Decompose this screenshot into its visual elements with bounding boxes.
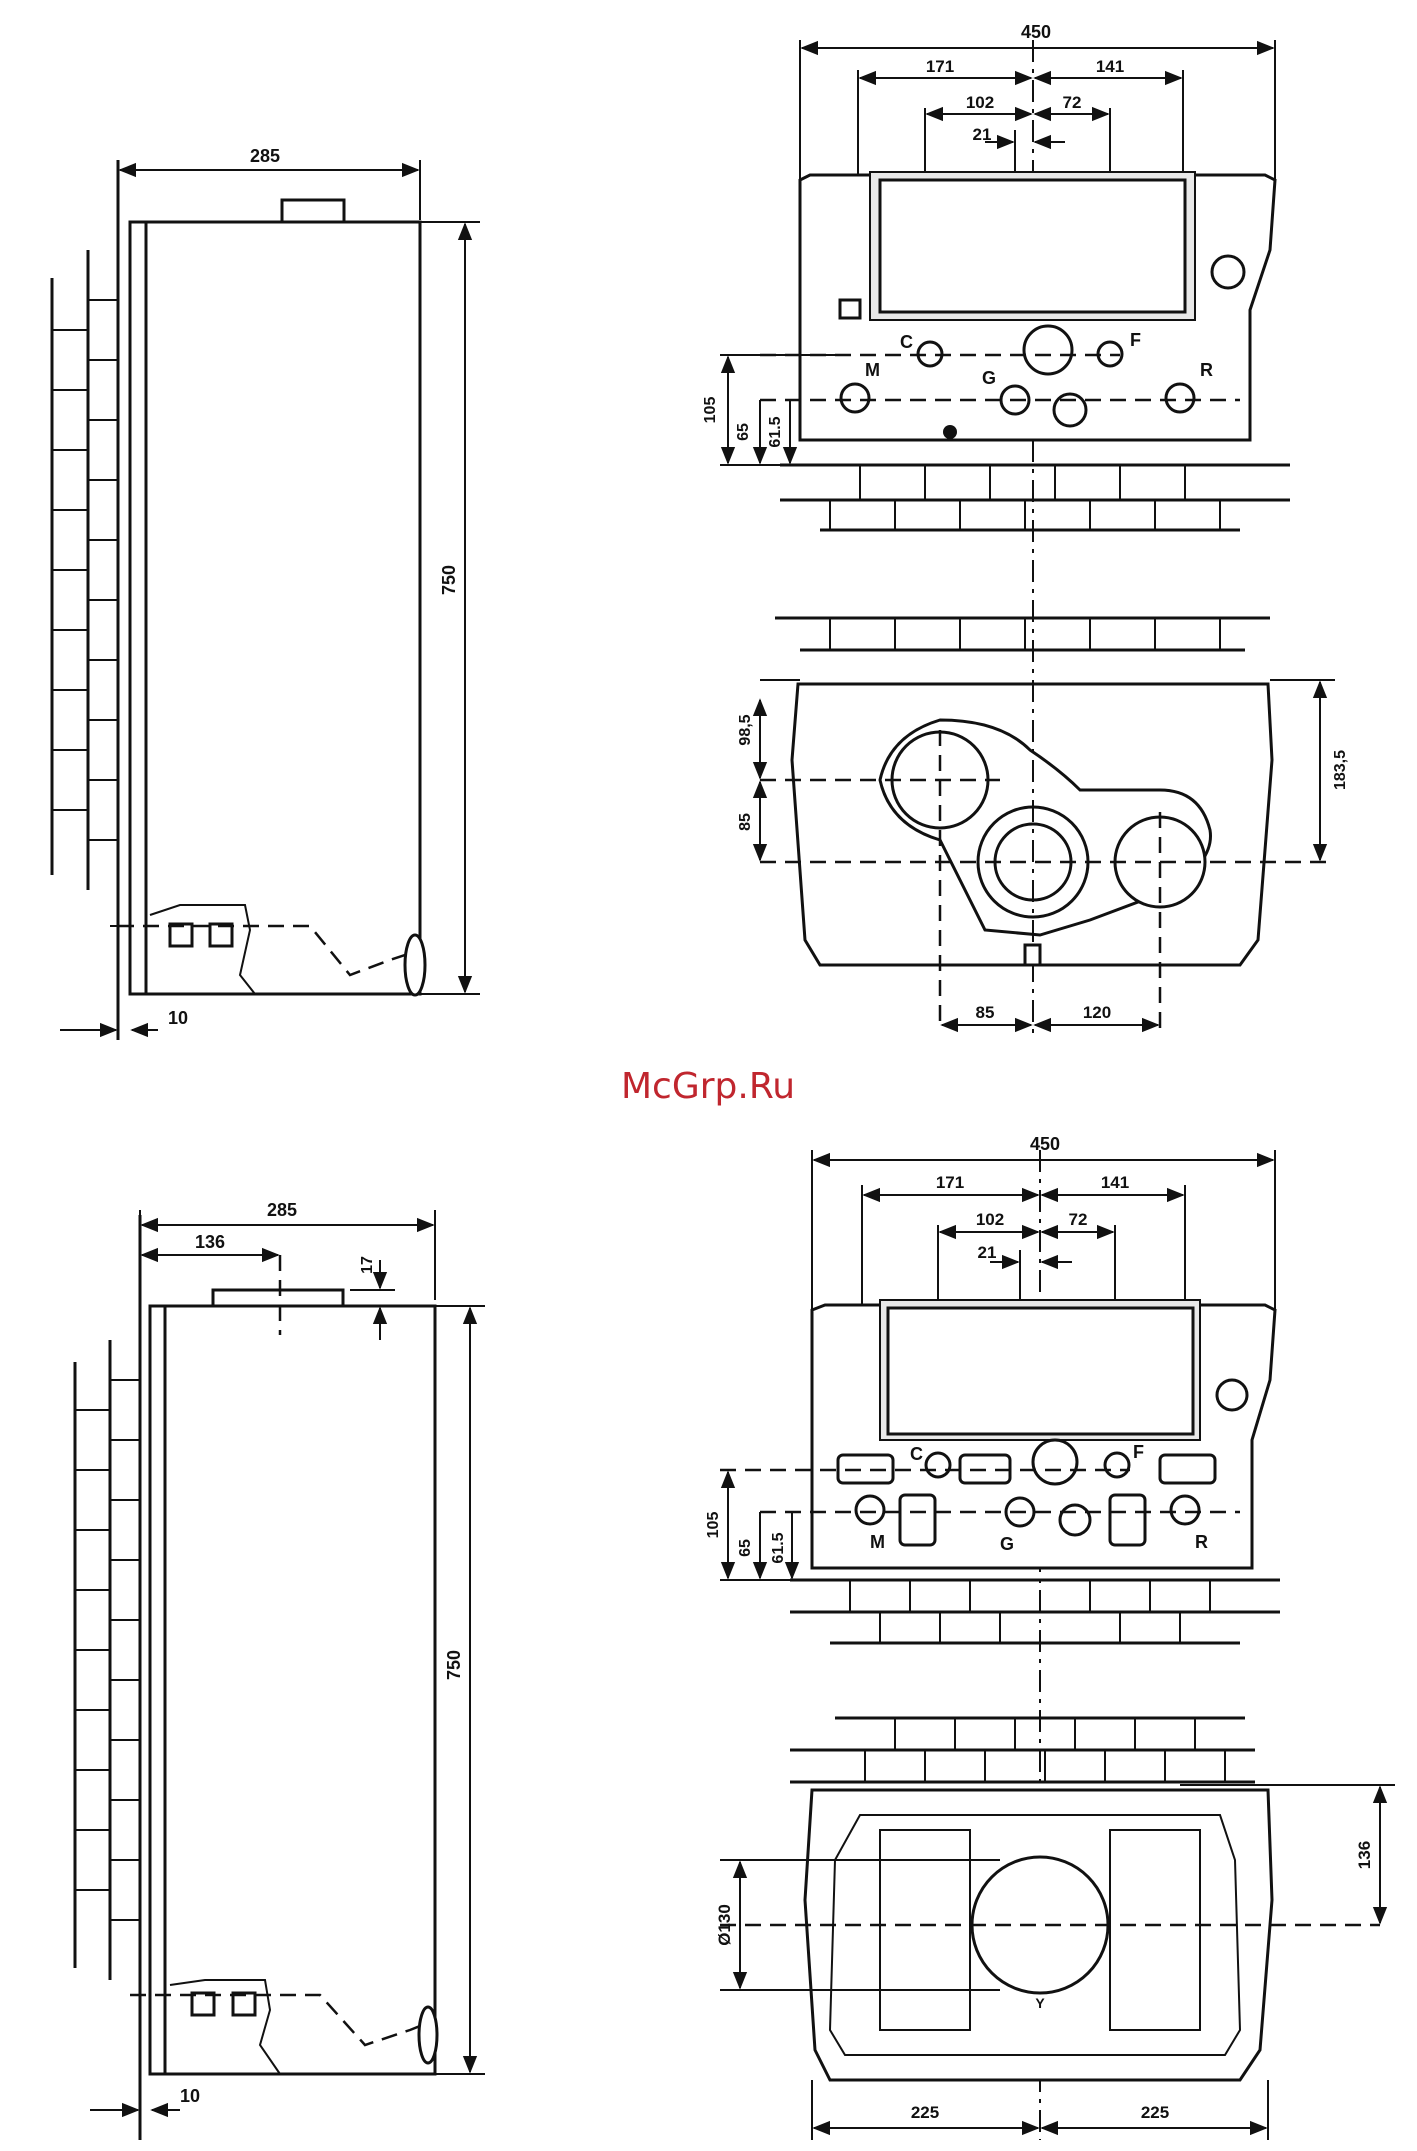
- watermark: McGrp.Ru: [621, 1066, 795, 1107]
- side-height-label-2: 750: [444, 1650, 464, 1680]
- front-offset-label: 21: [973, 125, 992, 144]
- top-plan-view: 98,5 85 183,5 85 120: [737, 600, 1349, 1040]
- height-615-label: 61.5: [767, 416, 784, 447]
- side-width-label: 285: [250, 146, 280, 166]
- wall-bricks-2: [75, 1325, 140, 1990]
- axis-label: Y: [1035, 1995, 1045, 2011]
- height-105-label-2: 105: [705, 1512, 722, 1539]
- plan-dim-85: 85: [737, 813, 754, 831]
- front-inner-right-label-2: 72: [1069, 1210, 1088, 1229]
- boiler-side-body: [130, 222, 420, 994]
- height-65-label-2: 65: [737, 1539, 754, 1557]
- height-105-label: 105: [702, 397, 719, 424]
- front-left-label-2: 171: [936, 1173, 964, 1192]
- label-r: R: [1200, 360, 1213, 380]
- flue-outlet-2: [213, 1290, 343, 1306]
- flue-offset-label: 136: [195, 1232, 225, 1252]
- plan-bottom-right-2: 225: [1141, 2103, 1169, 2122]
- front-offset-label-2: 21: [978, 1243, 997, 1262]
- front-width-label-2: 450: [1030, 1134, 1060, 1154]
- flue-diameter-label: Ø130: [715, 1904, 734, 1946]
- front-inner-right-label: 72: [1063, 93, 1082, 112]
- label-g-2: G: [1000, 1534, 1014, 1554]
- plan-bottom-right: 120: [1083, 1003, 1111, 1022]
- wall-bricks: [52, 235, 118, 900]
- label-c-2: C: [910, 1444, 923, 1464]
- label-g: G: [982, 368, 996, 388]
- top-offset-label: 17: [359, 1256, 376, 1274]
- vent-valve: [1212, 256, 1244, 288]
- height-65-label: 65: [735, 423, 752, 441]
- fitting-r: [1166, 384, 1194, 412]
- label-r-2: R: [1195, 1532, 1208, 1552]
- flue-depth-label: 136: [1355, 1841, 1374, 1869]
- fitting-m: [841, 384, 869, 412]
- flue-port-130: [972, 1857, 1108, 1993]
- plan-dim-985: 98,5: [737, 714, 754, 745]
- plan-bottom-left-2: 225: [911, 2103, 939, 2122]
- wall-gap-label-2: 10: [180, 2086, 200, 2106]
- label-c: C: [900, 332, 913, 352]
- label-f-2: F: [1133, 1442, 1144, 1462]
- flue-outlet: [282, 200, 344, 222]
- bottom-side-view: 285 136 17 750 10: [75, 1200, 485, 2140]
- front-right-label: 141: [1096, 57, 1124, 76]
- front-width-label: 450: [1021, 22, 1051, 42]
- side-width-label-2: 285: [267, 1200, 297, 1220]
- bottom-plan-view: Ø130 136 Y 225 225: [715, 1718, 1395, 2140]
- side-height-label: 750: [439, 565, 459, 595]
- label-m-2: M: [870, 1532, 885, 1552]
- plan-dim-1835: 183,5: [1332, 750, 1349, 790]
- plan-bottom-left: 85: [976, 1003, 995, 1022]
- wall-gap-label: 10: [168, 1008, 188, 1028]
- height-615-label-2: 61.5: [770, 1532, 787, 1563]
- front-left-label: 171: [926, 57, 954, 76]
- boiler-side-body-2: [150, 1306, 435, 2074]
- front-inner-left-label: 102: [966, 93, 994, 112]
- front-right-label-2: 141: [1101, 1173, 1129, 1192]
- label-f: F: [1130, 330, 1141, 350]
- top-side-view: 285 750 10: [52, 146, 480, 1040]
- label-m: M: [865, 360, 880, 380]
- front-inner-left-label-2: 102: [976, 1210, 1004, 1229]
